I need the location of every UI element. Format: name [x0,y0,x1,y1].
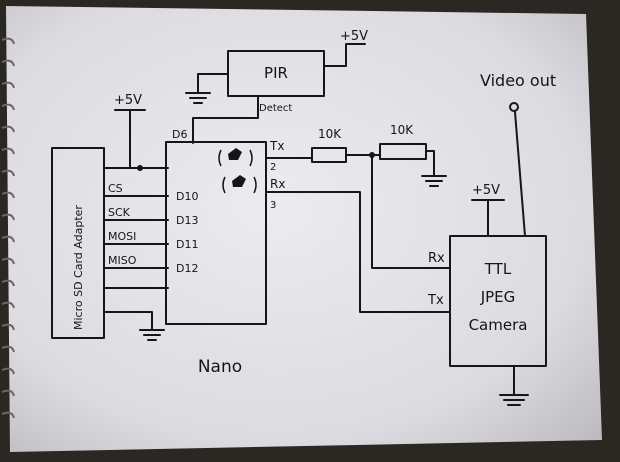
camera-label-3: Camera [469,316,528,334]
pir-ground-wire [197,73,229,93]
camera-5v-label: +5V [472,183,500,198]
nano-leds [228,148,246,187]
pin-d13-label: D13 [176,214,198,227]
nano-pin2-label: 2 [270,162,276,173]
pin-d6-label: D6 [172,128,187,141]
camera-ground-symbol [499,394,529,406]
video-out-label: Video out [480,71,556,90]
nano-pin3-label: 3 [270,200,276,211]
nano-tx-label: Tx [269,139,284,153]
led-2-bracket-left [222,176,226,194]
pir-detect-label: Detect [259,103,292,114]
sd-mosi-label: MOSI [108,230,136,243]
pin-d10-label: D10 [176,190,198,203]
nano-rx-label: Rx [270,177,285,191]
led-1-bracket-left [218,149,222,167]
sd-power-junction [137,165,143,171]
sd-cs-label: CS [108,182,123,195]
resistor-2-label: 10K [390,123,414,137]
camera-tx-wire [265,191,451,313]
pir-ground-symbol [185,92,211,104]
nano-label: Nano [198,357,242,377]
resistor-ground-wire [425,150,435,177]
video-out-wire [514,111,526,237]
video-out-terminal [509,102,519,112]
sd-adapter-label: Micro SD Card Adapter [72,205,85,330]
pir-5v-wire [323,43,366,67]
camera-rx-label: Rx [428,251,445,266]
pir-5v-label: +5V [340,29,368,44]
divider-ground-symbol [421,175,447,187]
pin-d11-label: D11 [176,238,198,251]
camera-box [449,235,547,367]
spiral-binding [1,37,15,419]
led-2-bracket-right [253,176,257,194]
resistor-1-label: 10K [318,127,342,141]
nano-board [165,141,267,325]
sd-miso-label: MISO [108,254,137,267]
pir-label: PIR [264,64,288,82]
led-1-bracket-right [249,149,253,167]
divider-junction [369,152,375,158]
sd-ground-symbol [139,329,165,341]
sd-ground-wire [103,311,153,331]
pin-d12-label: D12 [176,262,198,275]
camera-label-2: JPEG [480,288,516,306]
detect-wire [192,95,259,144]
camera-rx-wire [371,154,451,269]
sd-5v-label: +5V [114,93,142,108]
sd-sck-label: SCK [108,206,131,219]
camera-tx-label: Tx [427,293,444,308]
camera-label-1: TTL [484,260,512,278]
